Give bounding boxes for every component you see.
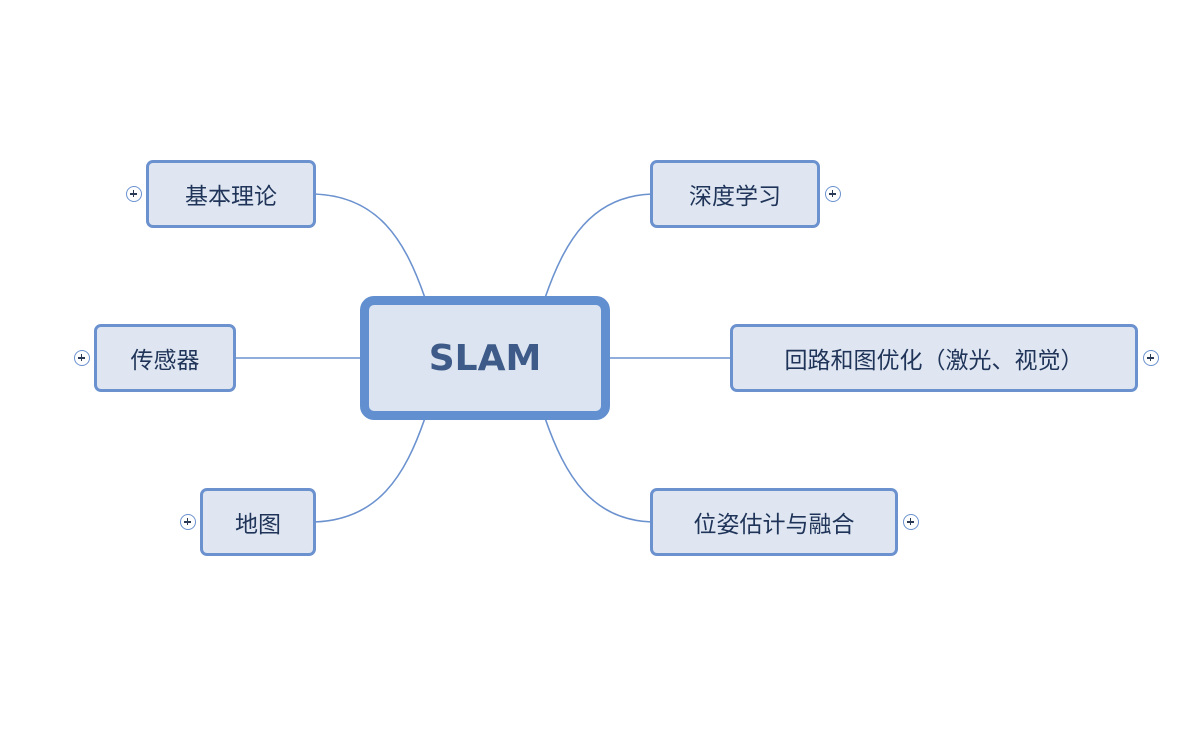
connector-basic-theory [313, 193, 426, 299]
central-topic-slam[interactable]: SLAM [360, 296, 610, 420]
topic-loop-closure-graph-optimization[interactable]: 回路和图优化（激光、视觉） [730, 324, 1138, 392]
expand-map-icon[interactable] [180, 514, 196, 530]
expand-deep-learning-icon[interactable] [825, 186, 841, 202]
expand-pose-estimation-icon[interactable] [903, 514, 919, 530]
connector-pose-estimation [544, 417, 653, 523]
connector-deep-learning [544, 193, 653, 299]
expand-sensors-icon[interactable] [74, 350, 90, 366]
expand-basic-theory-icon[interactable] [126, 186, 142, 202]
topic-map[interactable]: 地图 [200, 488, 316, 556]
topic-deep-learning[interactable]: 深度学习 [650, 160, 820, 228]
connector-map [313, 417, 426, 523]
topic-pose-estimation-fusion[interactable]: 位姿估计与融合 [650, 488, 898, 556]
topic-sensors[interactable]: 传感器 [94, 324, 236, 392]
topic-basic-theory[interactable]: 基本理论 [146, 160, 316, 228]
expand-loop-closure-icon[interactable] [1143, 350, 1159, 366]
